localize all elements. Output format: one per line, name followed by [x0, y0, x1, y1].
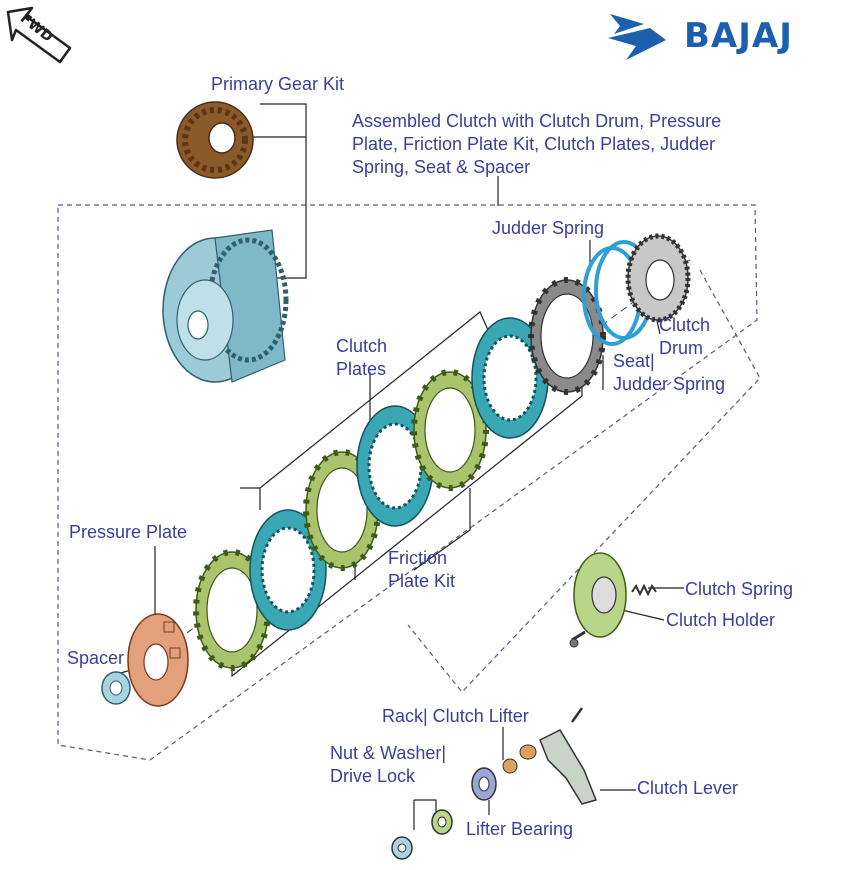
clutch-drum-basket [162, 229, 289, 383]
label-judder-spring: Judder Spring [492, 218, 605, 238]
plate-stack [193, 277, 606, 671]
friction-plate-dark [528, 277, 606, 395]
bajaj-emblem-icon [608, 14, 666, 60]
label-assembled-clutch-line3: Spring, Seat & Spacer [352, 157, 531, 177]
label-spacer: Spacer [67, 648, 125, 668]
label-assembled-clutch-line2: Plate, Friction Plate Kit, Clutch Plates… [352, 134, 716, 154]
label-clutch-drum-line1: Clutch [659, 315, 711, 335]
label-nut-washer-line2: Drive Lock [330, 766, 416, 786]
label-rack-clutch-lifter: Rack| Clutch Lifter [382, 706, 529, 726]
label-seat-judder-line2: Judder Spring [613, 374, 726, 394]
clutch-holder [569, 552, 627, 648]
label-clutch-plates-line1: Clutch [336, 336, 388, 356]
label-seat-judder-line1: Seat| [613, 351, 655, 371]
fwd-arrow-icon: FWD [4, 4, 74, 66]
friction-plate [411, 369, 489, 491]
clutch-hub [625, 233, 691, 323]
lifter-bearing [471, 767, 497, 801]
label-pressure-plate: Pressure Plate [69, 522, 188, 542]
brand-name: BAJAJ [684, 16, 793, 56]
label-friction-plate-kit-line2: Plate Kit [388, 571, 456, 591]
spacer [101, 671, 131, 705]
clutch-lever-assembly [502, 707, 598, 805]
label-clutch-drum-line2: Drum [659, 338, 703, 358]
assembly-outline [57, 204, 758, 761]
label-clutch-spring: Clutch Spring [685, 579, 794, 599]
label-primary-gear-kit: Primary Gear Kit [211, 74, 345, 94]
label-clutch-plates-line2: Plates [336, 359, 387, 379]
label-friction-plate-kit-line1: Friction [388, 548, 448, 568]
pressure-plate [127, 613, 189, 707]
clutch-spring [631, 583, 657, 597]
label-lifter-bearing: Lifter Bearing [466, 819, 574, 839]
brand-logo: BAJAJ [606, 12, 856, 62]
clutch-plate [249, 509, 327, 631]
primary-gear-kit [176, 101, 254, 179]
nut-washer [391, 809, 453, 860]
label-clutch-holder: Clutch Holder [666, 610, 776, 630]
label-clutch-lever: Clutch Lever [637, 778, 739, 798]
label-assembled-clutch-line1: Assembled Clutch with Clutch Drum, Press… [352, 111, 722, 131]
label-nut-washer-line1: Nut & Washer| [330, 743, 447, 763]
